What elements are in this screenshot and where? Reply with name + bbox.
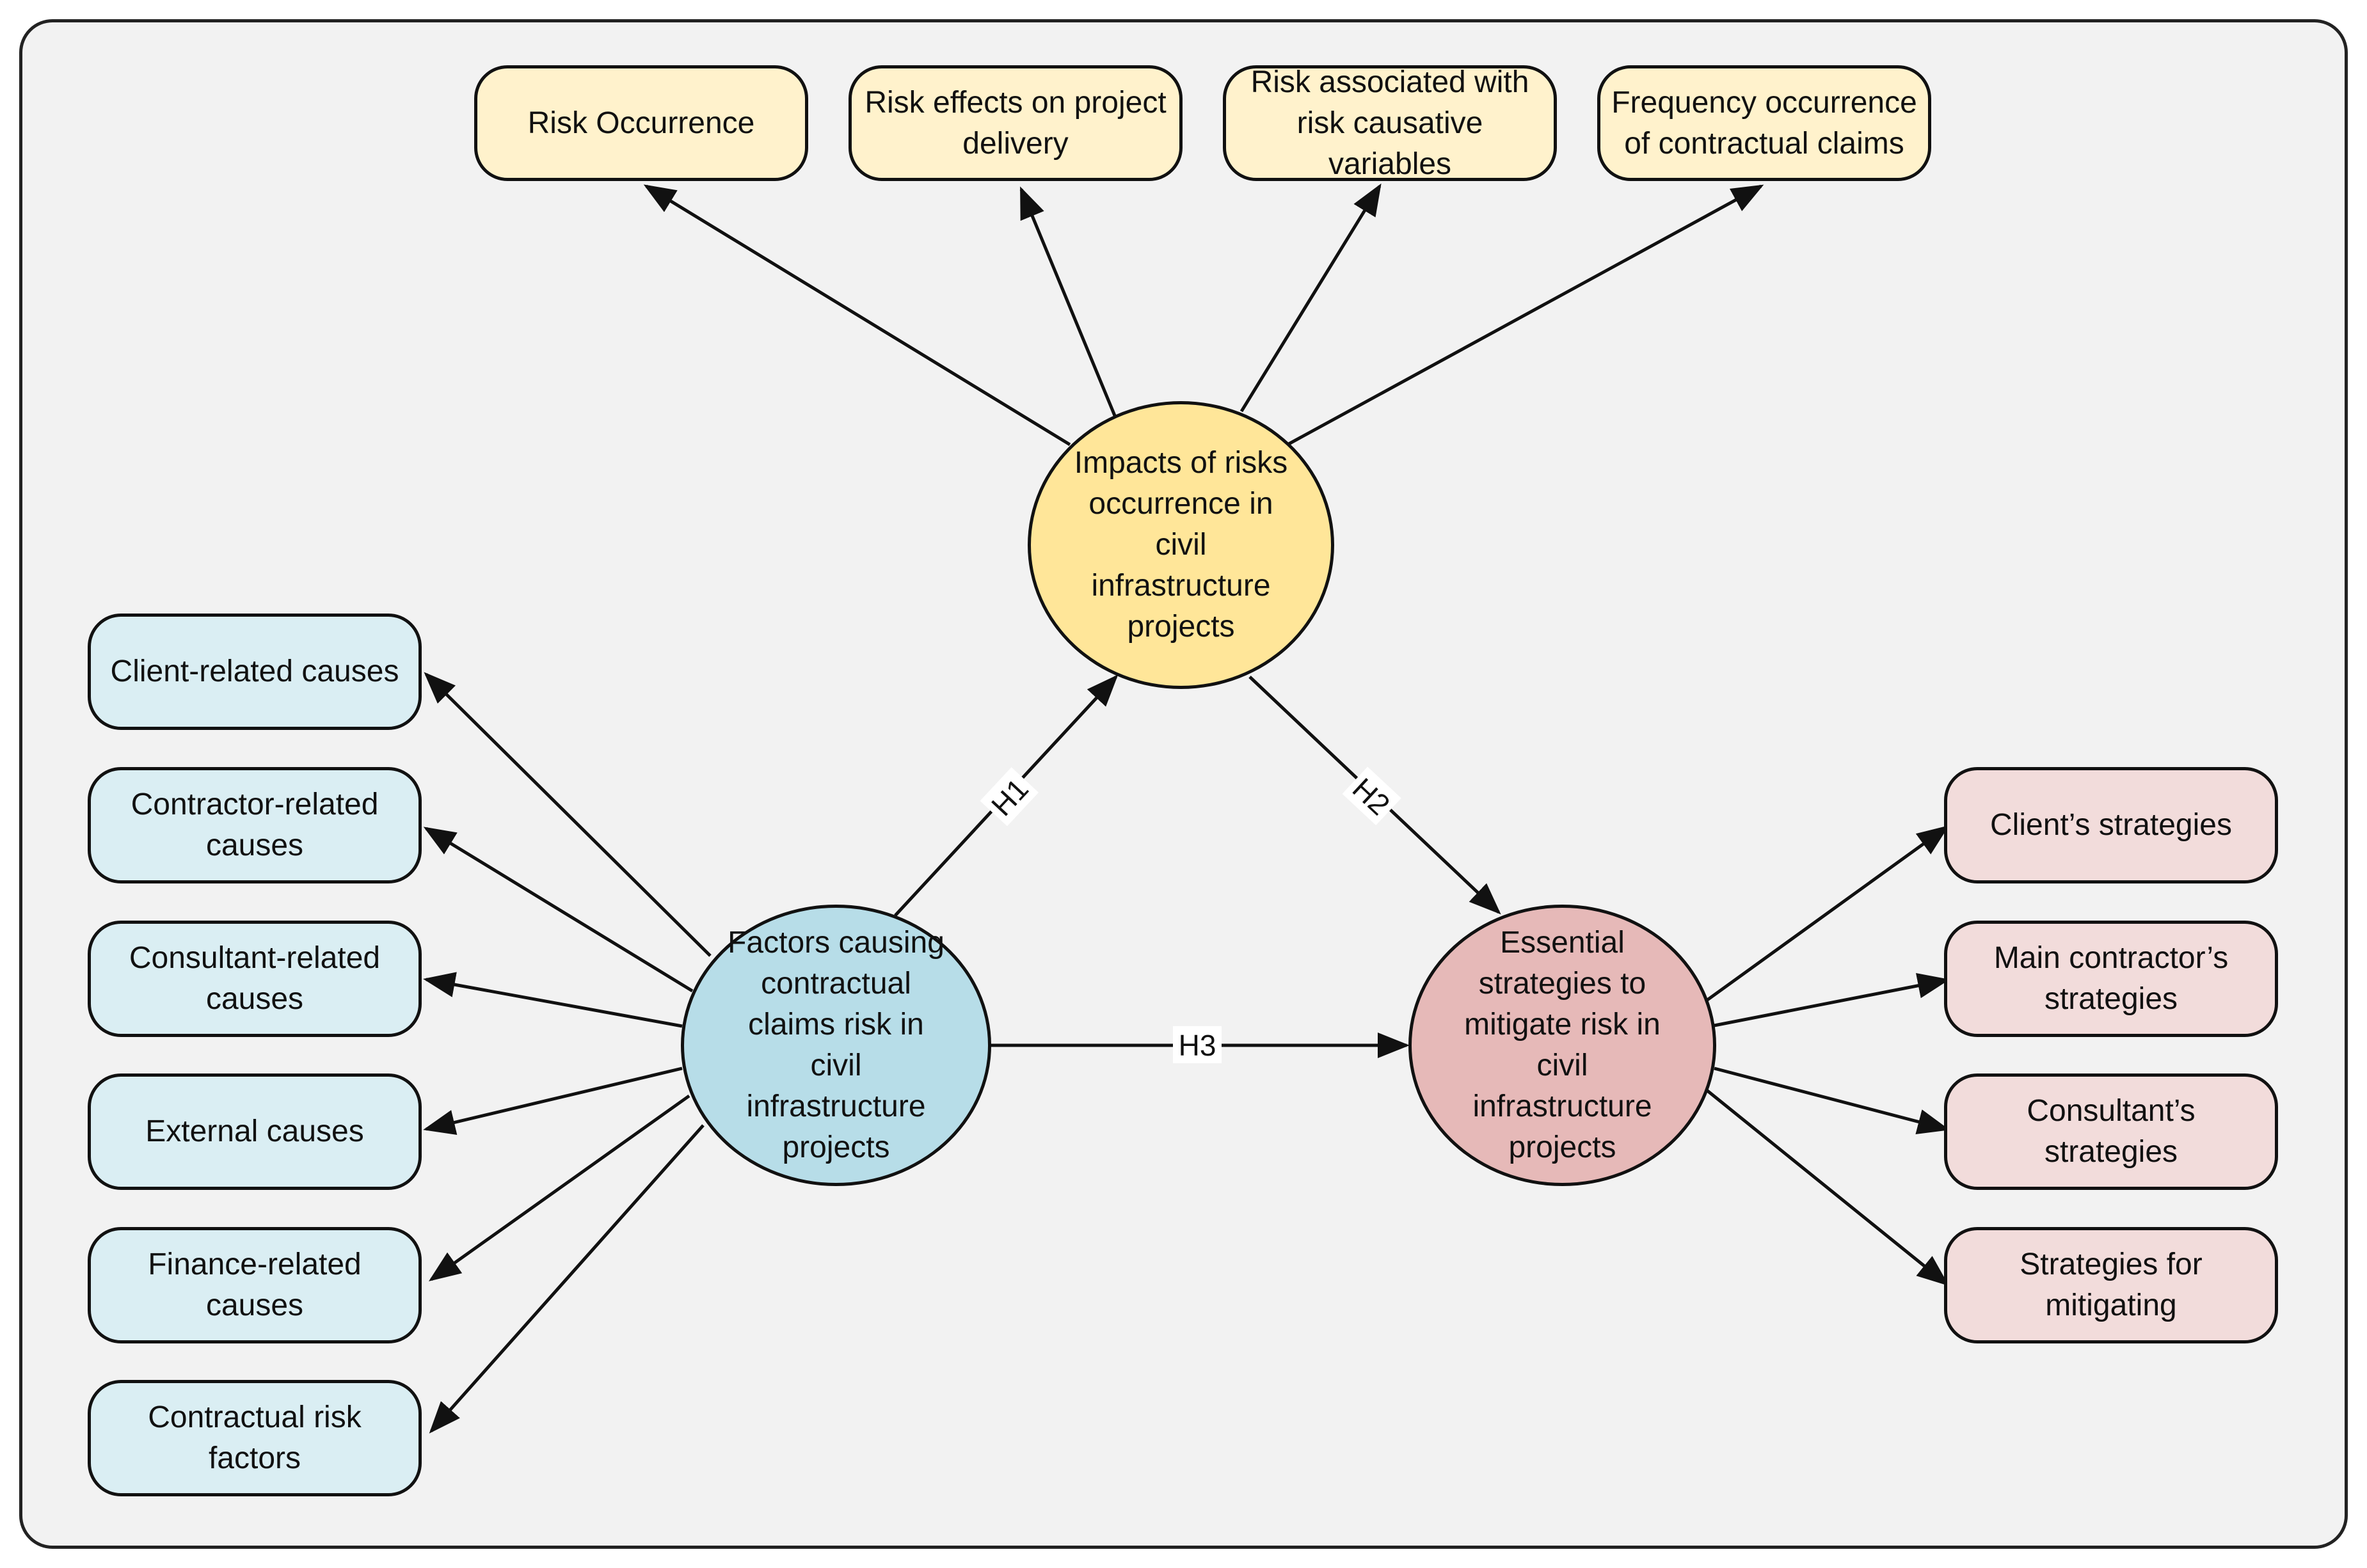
factor-item-label: Contractual risk factors (148, 1400, 362, 1475)
h2-label: H2 (1346, 772, 1396, 821)
factor-item-label: External causes (145, 1114, 364, 1148)
impact-item-label: Risk associated with risk causative vari… (1250, 65, 1529, 181)
h2-label-group: H2 (1342, 766, 1401, 826)
h1-label: H1 (985, 772, 1035, 822)
impact-item-frequency: Frequency occurrence of contractual clai… (1597, 65, 1931, 181)
factor-item-client: Client-related causes (88, 614, 422, 730)
impacts-node-label: Impacts of risks occurrence in civil inf… (1074, 446, 1288, 644)
edge-impacts-frequency (1286, 184, 1764, 447)
factor-item-external: External causes (88, 1073, 422, 1190)
impact-item-label: Frequency occurrence of contractual clai… (1611, 85, 1917, 161)
edge-strategies-consultant (1714, 1066, 1950, 1134)
strategies-node: Essential strategies to mitigate risk in… (1408, 905, 1716, 1186)
h3-label: H3 (1179, 1029, 1216, 1062)
strategies-node-label: Essential strategies to mitigate risk in… (1464, 926, 1661, 1164)
impact-item-risk-occurrence: Risk Occurrence (474, 65, 808, 181)
factor-item-contractor: Contractor-related causes (88, 767, 422, 883)
impact-item-label: Risk effects on project delivery (865, 85, 1167, 161)
factors-node: Factors causing contractual claims risk … (681, 905, 991, 1186)
edge-strategies-mitigating (1705, 1089, 1949, 1287)
strategy-item-client: Client’s strategies (1944, 767, 2278, 883)
factor-item-label: Client-related causes (110, 654, 399, 688)
strategy-item-label: Main contractor’s strategies (1993, 941, 2229, 1016)
factors-node-label: Factors causing contractual claims risk … (728, 926, 944, 1164)
edge-factors-client (424, 672, 712, 957)
edge-impacts-risk-effects (1019, 186, 1117, 418)
edge-strategies-client (1703, 825, 1950, 1004)
edge-impacts-risk-causative (1239, 183, 1382, 413)
edge-factors-contractual (429, 1124, 705, 1434)
impact-item-risk-effects: Risk effects on project delivery (849, 65, 1183, 181)
strategy-item-label: Client’s strategies (1990, 808, 2232, 842)
strategy-item-consultant: Consultant’s strategies (1944, 1073, 2278, 1190)
factor-item-finance: Finance-related causes (88, 1227, 422, 1343)
edge-factors-external (423, 1066, 683, 1136)
factor-item-label: Contractor-related causes (131, 788, 379, 862)
edge-factors-finance (428, 1094, 690, 1281)
impacts-node: Impacts of risks occurrence in civil inf… (1028, 401, 1334, 689)
impact-item-label: Risk Occurrence (527, 106, 755, 140)
strategy-item-label: Strategies for mitigating (2020, 1247, 2203, 1322)
edge-impacts-risk-occurrence (643, 184, 1071, 447)
factor-item-contractual: Contractual risk factors (88, 1380, 422, 1496)
factor-item-consultant: Consultant-related causes (88, 921, 422, 1037)
h1-label-group: H1 (980, 767, 1039, 827)
h3-label-group: H3 (1173, 1026, 1222, 1063)
impact-item-risk-causative: Risk associated with risk causative vari… (1223, 65, 1557, 181)
edge-factors-consultant (423, 972, 683, 1028)
strategy-item-mitigating: Strategies for mitigating (1944, 1227, 2278, 1343)
factor-item-label: Finance-related causes (148, 1247, 362, 1322)
strategy-item-label: Consultant’s strategies (2027, 1094, 2196, 1169)
strategy-item-main-contractor: Main contractor’s strategies (1944, 921, 2278, 1037)
factor-item-label: Consultant-related causes (129, 941, 381, 1016)
edge-strategies-main-contractor (1714, 973, 1950, 1027)
edge-factors-contractor (423, 827, 694, 993)
